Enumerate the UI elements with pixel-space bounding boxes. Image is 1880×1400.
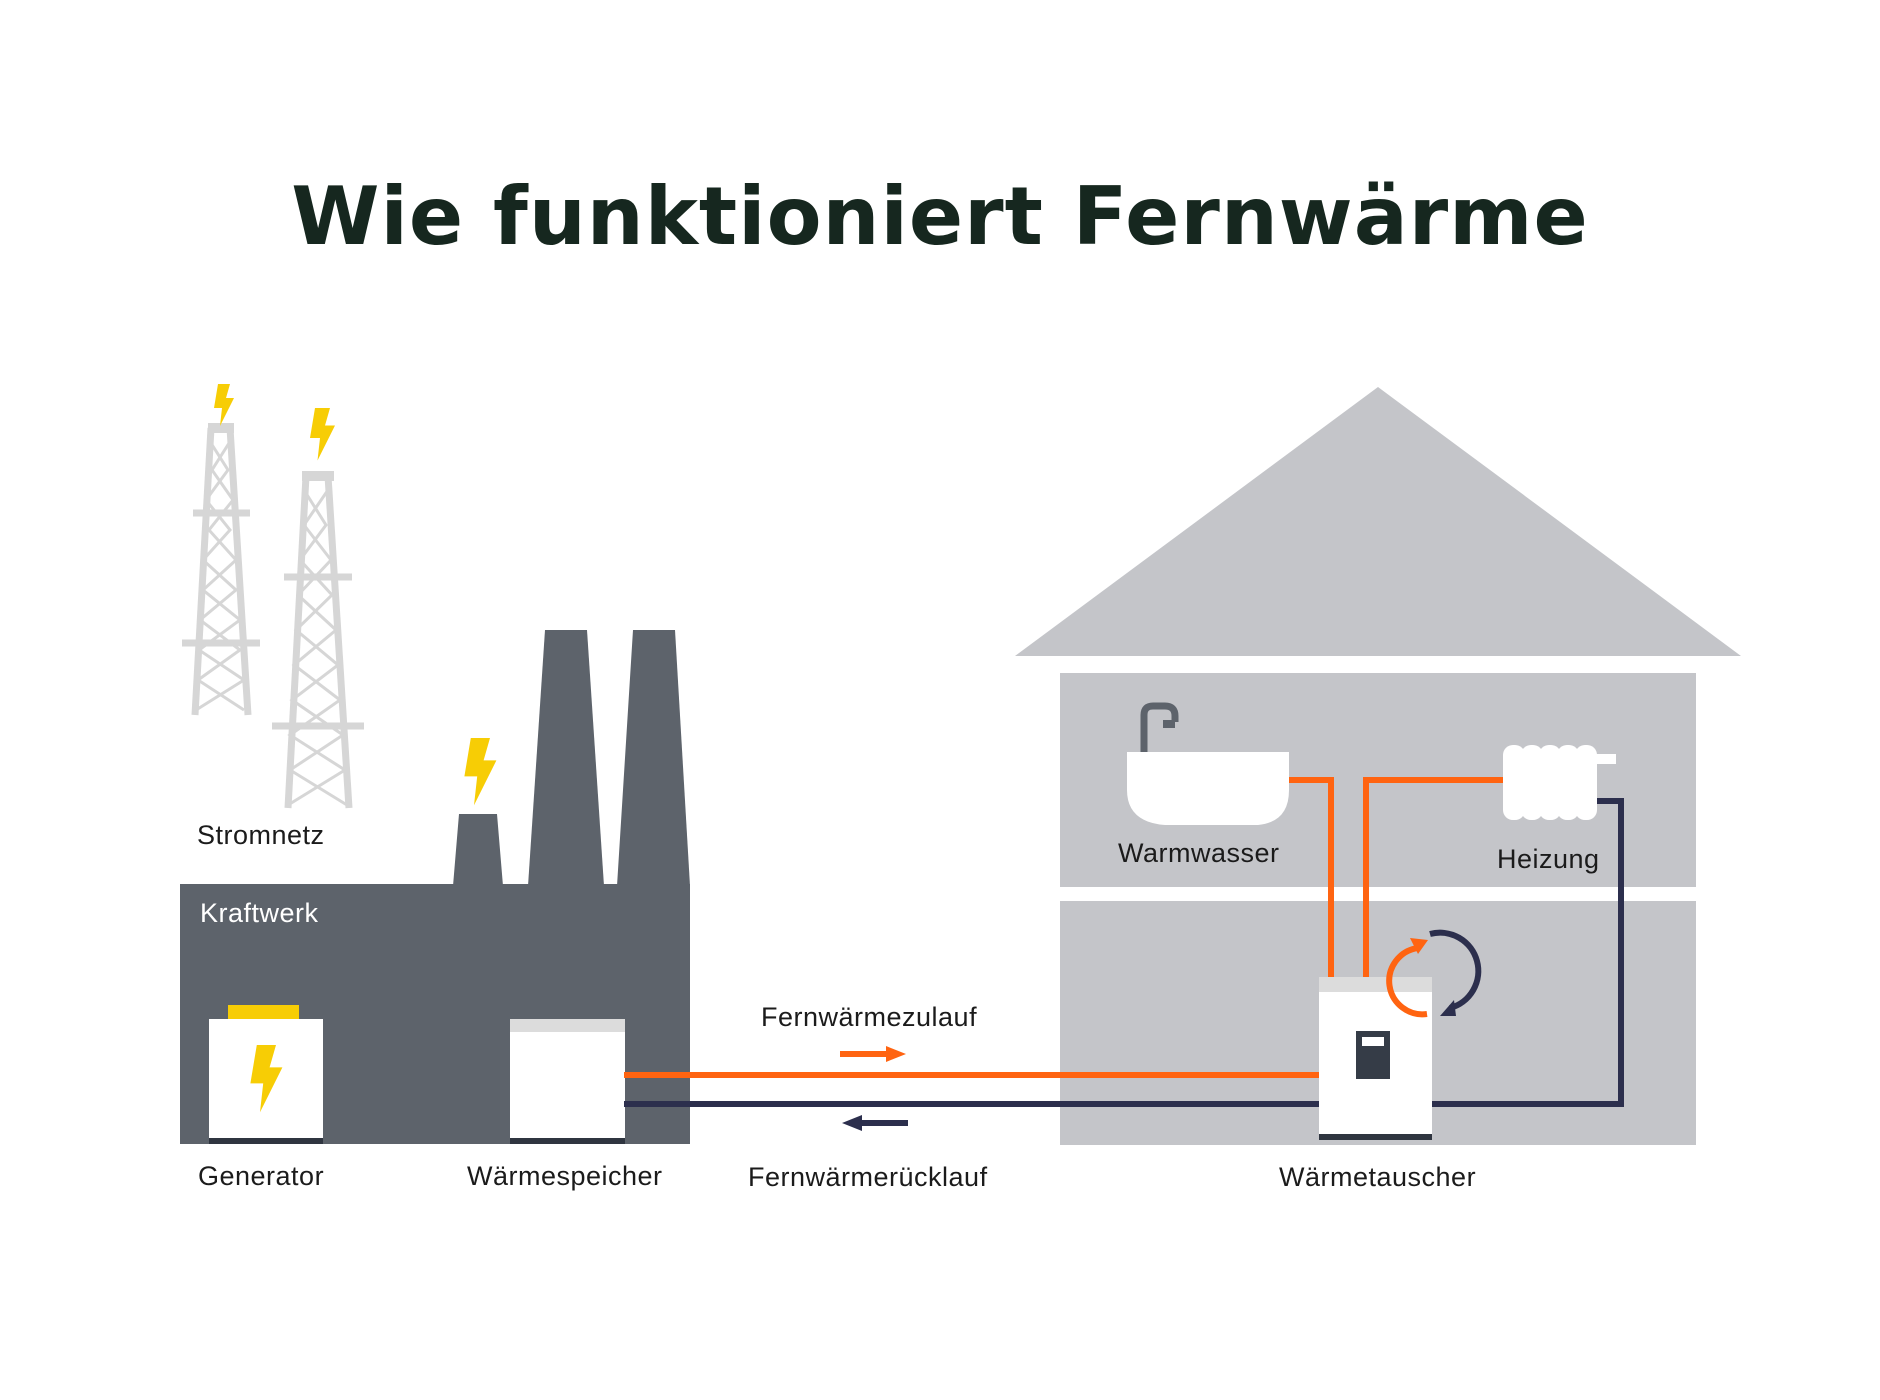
arrow-right-icon xyxy=(840,1046,906,1062)
heat-storage-label: Wärmespeicher xyxy=(467,1161,663,1191)
supply-label: Fernwärmezulauf xyxy=(761,1002,978,1032)
heat-exchanger-unit xyxy=(1319,977,1432,1140)
heating-label: Heizung xyxy=(1497,844,1600,874)
heat-storage-unit xyxy=(510,1019,625,1144)
power-grid-label: Stromnetz xyxy=(197,820,325,850)
page-title: Wie funktioniert Fernwärme xyxy=(291,170,1589,263)
power-tower-icon xyxy=(182,423,260,716)
arrow-left-icon xyxy=(842,1115,908,1131)
generator-unit xyxy=(209,1005,323,1144)
lightning-icon xyxy=(464,738,497,806)
lightning-icon xyxy=(310,408,335,461)
heat-exchanger-label: Wärmetauscher xyxy=(1279,1162,1477,1192)
bathtub-icon xyxy=(1127,702,1289,825)
circulation-icon xyxy=(1386,929,1482,1018)
radiator-icon xyxy=(1503,745,1616,820)
hot-water-label: Warmwasser xyxy=(1118,838,1280,868)
return-label: Fernwärmerücklauf xyxy=(748,1162,988,1192)
supply-pipe xyxy=(624,777,1503,1078)
power-plant-label: Kraftwerk xyxy=(200,898,319,928)
generator-label: Generator xyxy=(198,1161,325,1191)
return-pipe xyxy=(624,798,1624,1107)
lightning-icon xyxy=(214,384,234,426)
power-tower-icon xyxy=(272,471,364,809)
